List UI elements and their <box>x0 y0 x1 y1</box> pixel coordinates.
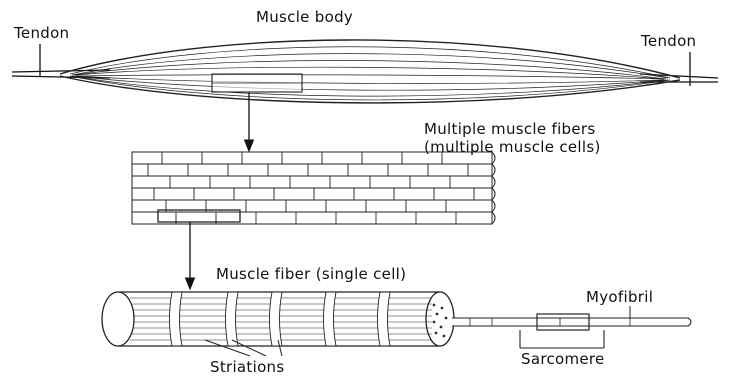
tendon-left-label: Tendon <box>14 24 69 42</box>
fiber-bundle-shape <box>132 152 495 224</box>
multiple-fibers-label-line1: Multiple muscle fibers <box>424 120 595 138</box>
striations-label: Striations <box>210 358 284 376</box>
tendon-right-label: Tendon <box>641 32 696 50</box>
myofibril-label: Myofibril <box>586 288 653 306</box>
muscle-body-shape <box>60 40 680 103</box>
sarcomere-label: Sarcomere <box>521 350 605 368</box>
muscle-body-label: Muscle body <box>256 8 353 26</box>
tendon-left-shape <box>12 44 110 78</box>
multiple-fibers-label-line2: (multiple muscle cells) <box>424 138 601 156</box>
muscle-fiber-label: Muscle fiber (single cell) <box>216 265 406 283</box>
